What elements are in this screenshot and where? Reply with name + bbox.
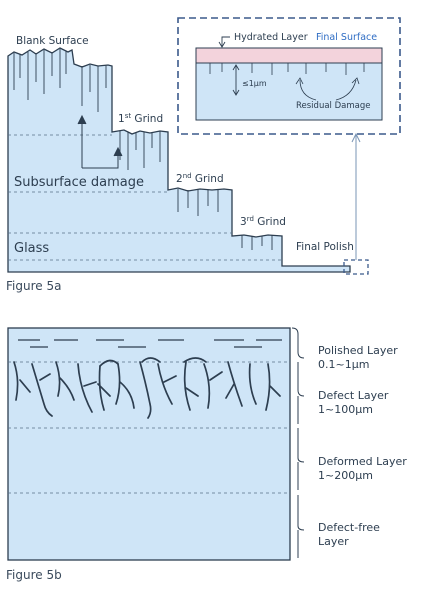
figure-5a: Blank Surface 1st Grind 2nd Grind 3rd Gr…: [0, 0, 427, 280]
hydrated-layer-band: [195, 47, 383, 64]
depth-arrow: [232, 64, 240, 96]
depth-label: ≤1μm: [242, 79, 267, 88]
layer-dashed-lines: [8, 134, 282, 261]
defect-layer-range: 1~100μm: [318, 403, 373, 416]
hydrated-pointer: [218, 36, 230, 48]
defect-free-layer-label: Defect-free: [318, 521, 380, 534]
damage-arrows: [77, 114, 123, 169]
residual-damage-arrows: [295, 77, 360, 101]
glass-label: Glass: [14, 241, 49, 256]
polished-surface-marks: [18, 339, 282, 348]
grinding-process-diagram: Blank Surface 1st Grind 2nd Grind 3rd Gr…: [7, 17, 401, 275]
figure-5a-caption: Figure 5a: [6, 279, 62, 293]
layer-boundaries: [8, 361, 290, 494]
surface-cracks: [13, 49, 273, 250]
figure-5b-caption: Figure 5b: [6, 568, 62, 582]
residual-cracks: [209, 63, 365, 75]
polished-layer-range: 0.1~1μm: [318, 358, 369, 371]
final-surface-label: Final Surface: [316, 32, 377, 43]
blank-surface-label: Blank Surface: [16, 35, 89, 47]
grind-2-label: 2nd Grind: [176, 172, 224, 185]
deformed-layer-range: 1~200μm: [318, 469, 373, 482]
defect-free-layer-range: Layer: [318, 535, 349, 548]
figure-5b: Polished Layer 0.1~1μm Defect Layer 1~10…: [0, 300, 427, 565]
final-polish-label: Final Polish: [296, 241, 354, 253]
polished-layer-label: Polished Layer: [318, 344, 398, 357]
hydrated-layer-label: Hydrated Layer: [234, 32, 308, 43]
final-polish-highlight-box: [343, 259, 369, 275]
inset-glass-body: [195, 62, 383, 121]
grind-1-label: 1st Grind: [118, 112, 163, 125]
defect-cracks: [13, 357, 281, 419]
defect-layer-label: Defect Layer: [318, 389, 389, 402]
subsurface-damage-label: Subsurface damage: [14, 175, 144, 190]
grind-3-label: 3rd Grind: [240, 215, 286, 228]
residual-damage-label: Residual Damage: [296, 101, 370, 111]
glass-layers-diagram: Polished Layer 0.1~1μm Defect Layer 1~10…: [7, 327, 407, 561]
inset-frame: [177, 17, 401, 135]
deformed-layer-label: Deformed Layer: [318, 455, 407, 468]
glass-cross-section: [7, 327, 291, 561]
layer-brackets: [291, 327, 305, 558]
